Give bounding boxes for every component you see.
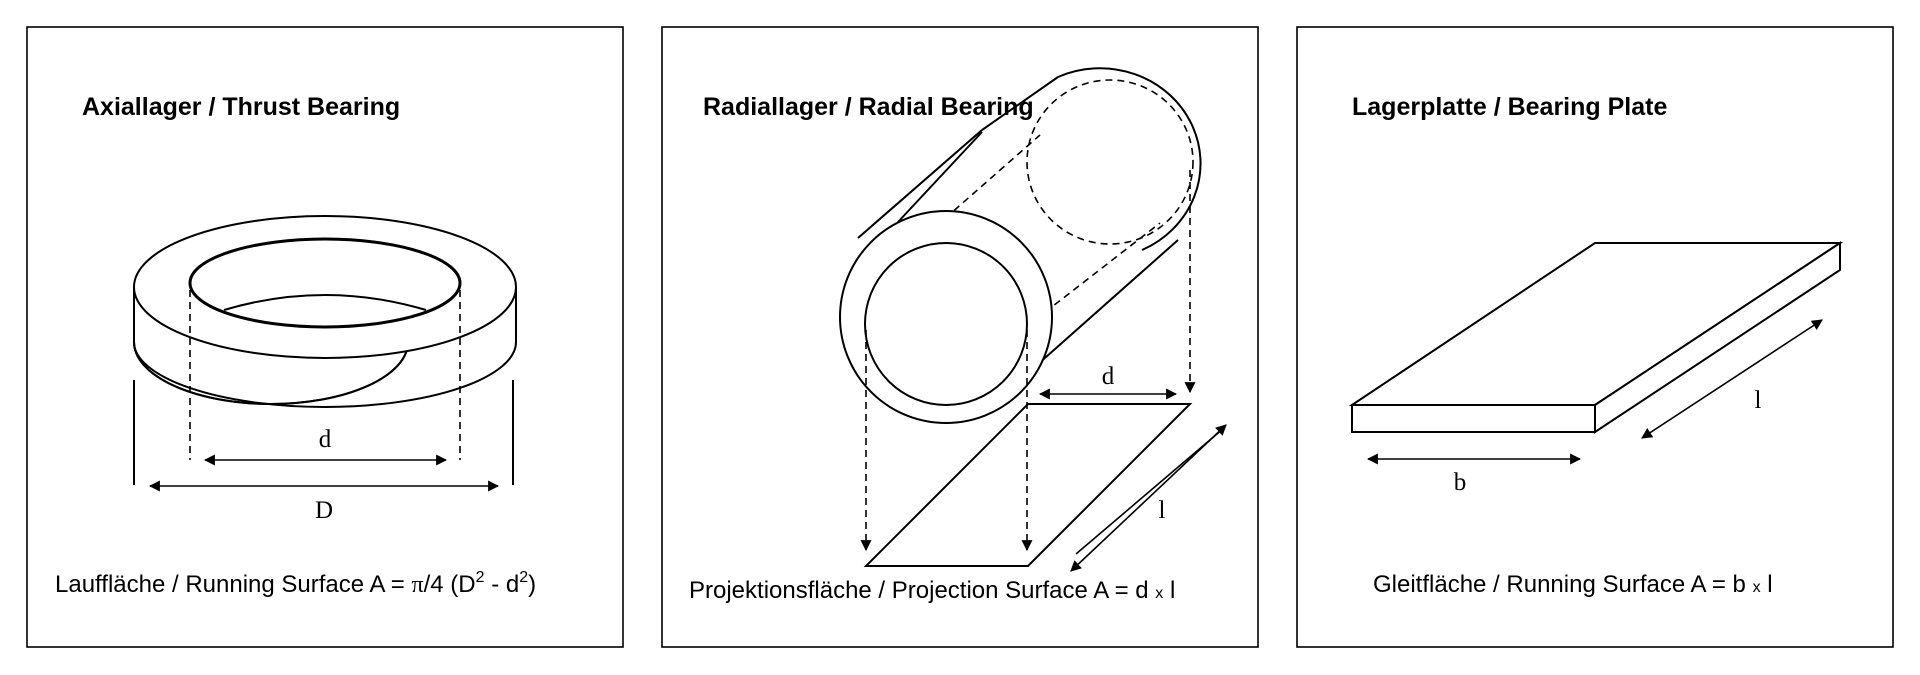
sleeve-top-edge-front <box>897 131 983 223</box>
plate-front-face <box>1351 404 1596 433</box>
dimension-label-D: D <box>315 497 333 524</box>
dimension-label-d: d <box>1102 363 1115 390</box>
panel-bearing-plate: Lagerplatte / Bearing Plate b l Gleitflä… <box>1296 26 1894 648</box>
plate-dimensions: b l <box>1366 319 1823 496</box>
projection-parallelogram <box>863 403 1193 567</box>
ring-bore-inner-edge <box>223 294 427 311</box>
sleeve-top-edge-back <box>981 76 1059 131</box>
radial-sleeve-drawing <box>839 67 1202 424</box>
caption-mid: - d <box>485 571 520 598</box>
dimension-label-l: l <box>1159 497 1166 524</box>
sleeve-back-outer-arc <box>1057 67 1202 251</box>
sleeve-front-inner-circle <box>864 242 1028 406</box>
caption-pi: π <box>411 572 423 598</box>
caption-sup2: 2 <box>519 569 528 586</box>
formula-caption: Gleitfläche / Running Surface A = b x l <box>1373 571 1773 598</box>
caption-times: x <box>1753 579 1761 596</box>
formula-caption: Lauffläche / Running Surface A = π/4 (D2… <box>55 569 536 598</box>
caption-sup1: 2 <box>476 569 485 586</box>
dimension-arrow-l <box>1641 319 1823 439</box>
dimension-label-b: b <box>1454 469 1467 496</box>
caption-close: ) <box>528 571 536 598</box>
thrust-ring-drawing <box>133 215 517 408</box>
dimension-label-l: l <box>1755 387 1762 414</box>
caption-prefix: Gleitfläche / Running Surface A = b <box>1373 571 1746 598</box>
caption-times: x <box>1155 585 1163 602</box>
caption-prefix: Lauffläche / Running Surface A = <box>55 571 411 598</box>
caption-div: /4 (D <box>424 571 476 598</box>
caption-suffix: l <box>1163 577 1175 604</box>
dimension-arrow-l <box>1070 424 1227 572</box>
thrust-dimensions: d D <box>133 290 514 524</box>
panel-thrust-bearing: Axiallager / Thrust Bearing d D <box>26 26 624 648</box>
dimension-label-d: d <box>319 426 332 453</box>
sleeve-top-edge <box>857 129 983 239</box>
panel-radial-bearing: d l Radiallager / Radial Bearing Projekt… <box>661 26 1259 648</box>
panel-title: Radiallager / Radial Bearing <box>703 93 1034 121</box>
projection-surface: d l <box>860 170 1227 572</box>
sleeve-back-inner-dashed <box>1026 79 1194 245</box>
caption-prefix: Projektionsfläche / Projection Surface A… <box>689 577 1149 604</box>
ring-bore-ellipse <box>188 237 462 329</box>
ring-outer-shell <box>133 287 517 408</box>
panel-title: Axiallager / Thrust Bearing <box>82 93 400 121</box>
sleeve-bottom-edge <box>1036 239 1179 366</box>
caption-suffix: l <box>1761 571 1773 598</box>
panel-title: Lagerplatte / Bearing Plate <box>1352 93 1667 121</box>
formula-caption: Projektionsfläche / Projection Surface A… <box>689 577 1175 604</box>
